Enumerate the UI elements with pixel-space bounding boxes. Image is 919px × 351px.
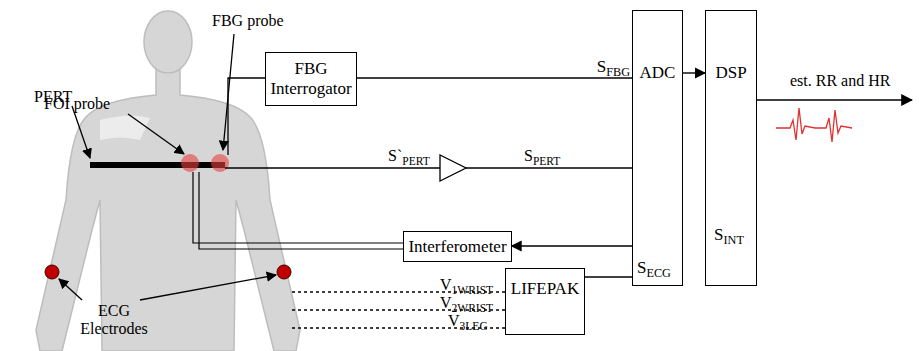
pert-wire (466, 167, 632, 168)
pert-wire (225, 167, 440, 168)
lifepak-box: LIFEPAK (505, 268, 585, 335)
signal-name: SINT (714, 226, 744, 248)
signal-name: SECG (637, 259, 671, 281)
signal-connector (585, 276, 632, 277)
output-arrow (757, 99, 912, 101)
optical-fiber (193, 172, 410, 249)
ecg-waveform (776, 108, 852, 142)
fbg-probe (211, 154, 229, 172)
output-label: est. RR and HR (790, 72, 890, 90)
ecg-electrode (45, 265, 59, 279)
signal-name: SPERT (524, 147, 560, 168)
signal-connector (512, 245, 632, 246)
human-figure (36, 11, 300, 351)
signal-name: V3LEG (448, 312, 488, 333)
signal-name: V2WRIST (440, 294, 493, 315)
signal-name: V1WRIST (440, 276, 493, 297)
signal-name: SFBG (597, 58, 630, 80)
box-text: Interferometer (408, 237, 506, 257)
pert-belt (90, 162, 225, 168)
leader-lines (59, 34, 276, 300)
box-text: LIFEPAK (511, 279, 579, 299)
ecg-electrode (277, 265, 291, 279)
fbg-wire (228, 78, 268, 155)
box-text: FBG Interrogator (269, 59, 352, 98)
sensor-label: PERT (34, 88, 72, 106)
interrogator-box: FBG Interrogator (265, 52, 356, 106)
box-text: ADC (640, 63, 676, 83)
amplifier-symbol (440, 155, 466, 181)
interferometer-box: Interferometer (403, 231, 511, 262)
signal-name: S`PERT (388, 147, 430, 168)
probe-label: FBG probe (212, 12, 284, 30)
electrode-label: ECG Electrodes (72, 302, 156, 337)
box-text: DSP (715, 63, 746, 83)
signal-connector (683, 72, 705, 73)
signal-connector (357, 77, 632, 78)
foi-probe (181, 154, 199, 172)
adc-box: ADC (632, 10, 683, 286)
